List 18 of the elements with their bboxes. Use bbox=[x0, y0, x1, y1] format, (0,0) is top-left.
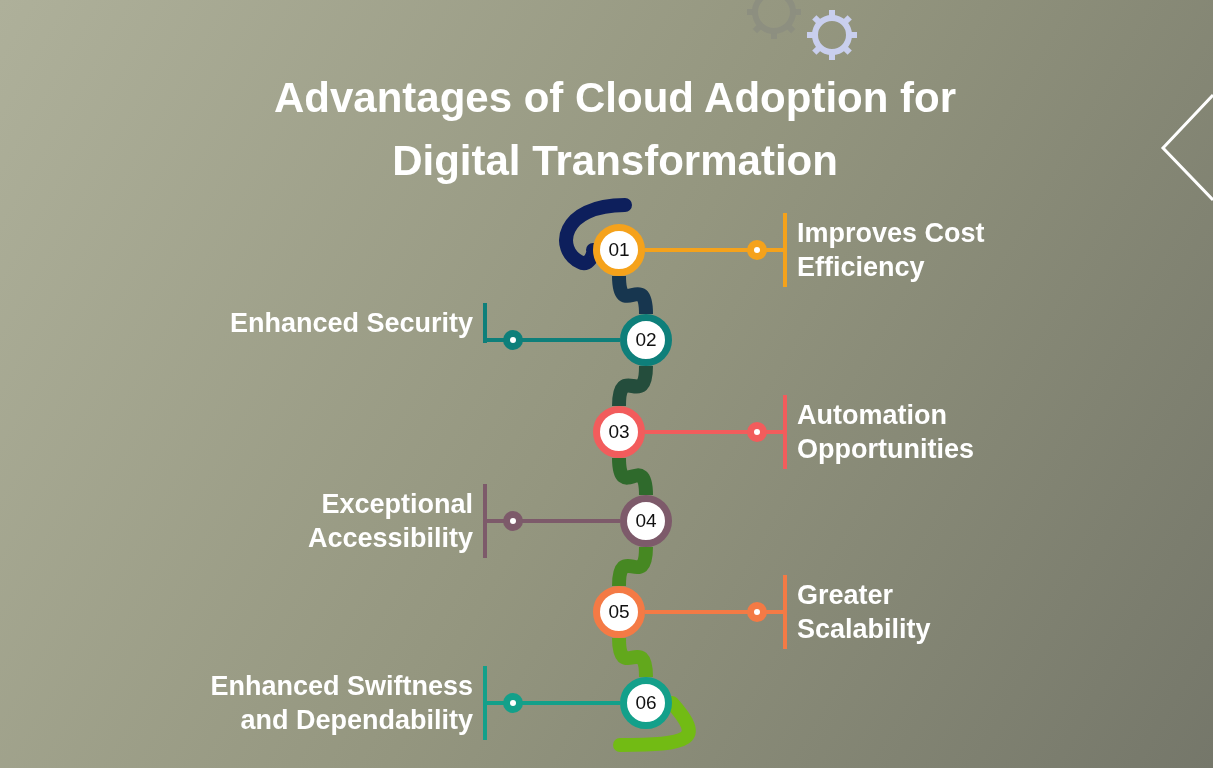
title: Advantages of Cloud Adoption for Digital Transformation bbox=[272, 73, 958, 186]
ribbon-connector bbox=[612, 546, 653, 587]
ribbon-connector bbox=[612, 457, 653, 496]
advantage-label: Enhanced Swiftness and Dependability bbox=[173, 666, 487, 740]
advantage-label: Automation Opportunities bbox=[783, 395, 1027, 469]
advantage-label: Exceptional Accessibility bbox=[173, 484, 487, 558]
number-badge: 02 bbox=[620, 314, 672, 366]
advantage-label: Greater Scalability bbox=[783, 575, 1027, 649]
number-badge: 06 bbox=[620, 677, 672, 729]
ribbon-connector bbox=[612, 365, 653, 407]
ribbon-connector bbox=[612, 275, 653, 315]
number-badge: 04 bbox=[620, 495, 672, 547]
ribbon-connector bbox=[612, 637, 653, 678]
number-badge: 03 bbox=[593, 406, 645, 458]
number-badge: 05 bbox=[593, 586, 645, 638]
number-badge: 01 bbox=[593, 224, 645, 276]
advantage-label: Improves Cost Efficiency bbox=[783, 213, 1027, 287]
advantage-label: Enhanced Security bbox=[173, 303, 487, 343]
